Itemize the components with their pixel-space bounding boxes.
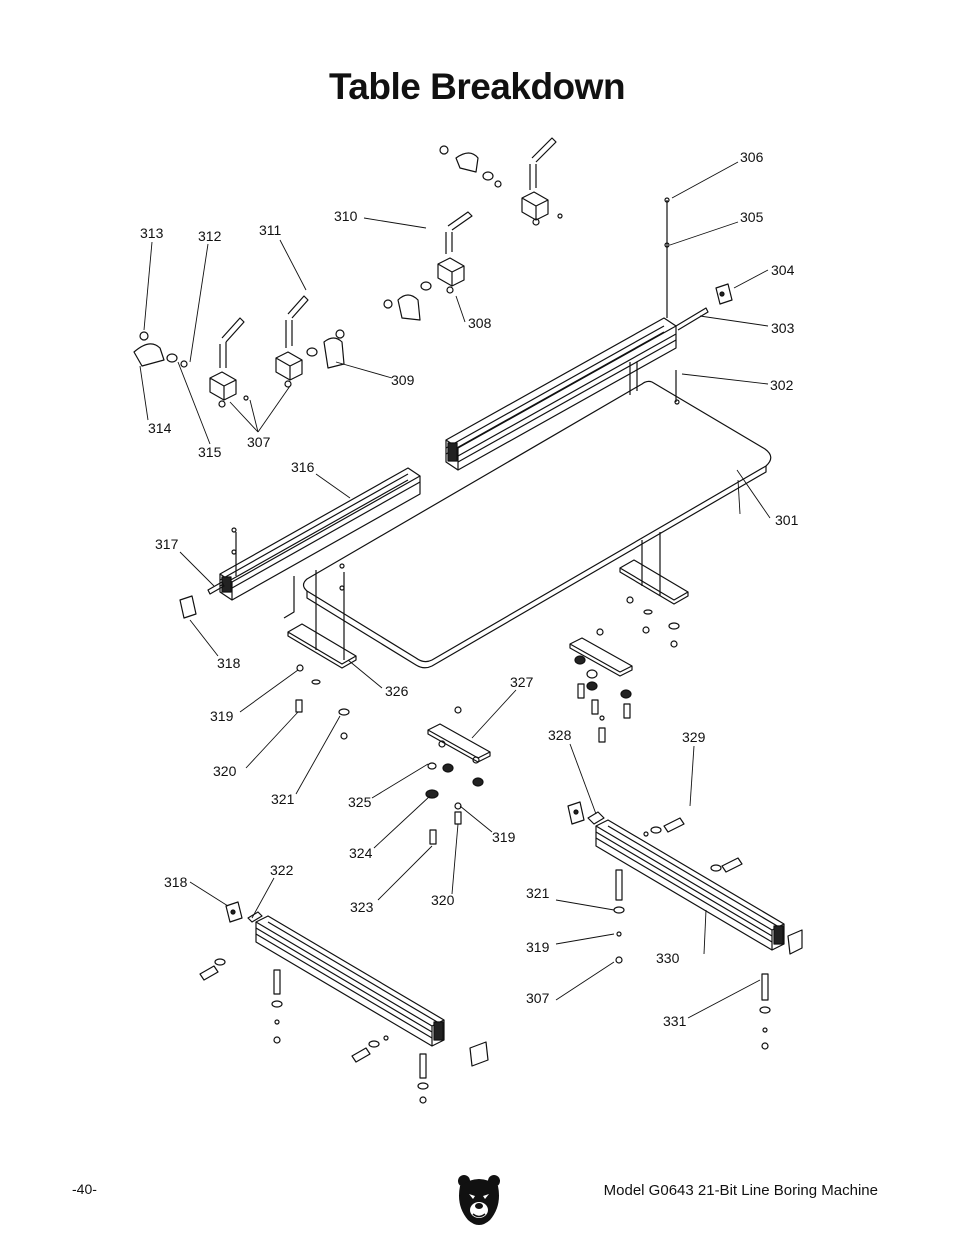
- callout-322: 322: [270, 862, 294, 878]
- callout-318: 318: [217, 655, 241, 671]
- end-caps: [179, 283, 803, 1067]
- callout-316: 316: [291, 459, 315, 475]
- fastener-stack: [199, 197, 771, 1104]
- grizzly-bear-icon: [458, 1175, 500, 1225]
- callout-327: 327: [510, 674, 534, 690]
- callout-324: 324: [349, 845, 373, 861]
- extrusion-322: [247, 911, 445, 1047]
- callout-302: 302: [770, 377, 794, 393]
- callout-323: 323: [350, 899, 374, 915]
- page-number: -40-: [72, 1181, 97, 1197]
- callout-307: 307: [247, 434, 271, 450]
- callout-317: 317: [155, 536, 179, 552]
- callout-310: 310: [334, 208, 358, 224]
- callout-320: 320: [213, 763, 237, 779]
- callout-309: 309: [391, 372, 415, 388]
- extrusion-303: [445, 307, 709, 471]
- page-title: Table Breakdown: [328, 66, 626, 107]
- callout-325: 325: [348, 794, 372, 810]
- callout-319: 319: [526, 939, 550, 955]
- callout-303: 303: [771, 320, 795, 336]
- callout-308: 308: [468, 315, 492, 331]
- callout-301: 301: [775, 512, 799, 528]
- callout-320: 320: [431, 892, 455, 908]
- callout-319: 319: [210, 708, 234, 724]
- callout-labels: 301 302 303 304 305 306 307 307 308 309 …: [140, 149, 799, 1029]
- bracket-326-left: [287, 623, 357, 669]
- callout-315: 315: [198, 444, 222, 460]
- leader-lines: [139, 161, 771, 1019]
- callout-313: 313: [140, 225, 164, 241]
- callout-330: 330: [656, 950, 680, 966]
- callout-311: 311: [259, 222, 282, 238]
- callout-326: 326: [385, 683, 409, 699]
- extrusion-316: [207, 467, 421, 601]
- bracket-327: [427, 723, 491, 763]
- callout-314: 314: [148, 420, 172, 436]
- callout-328: 328: [548, 727, 572, 743]
- table-top: [302, 362, 772, 669]
- bracket-right-under-table: [619, 559, 689, 605]
- callout-319: 319: [492, 829, 516, 845]
- bracket-upper-right: [569, 637, 633, 677]
- callout-304: 304: [771, 262, 795, 278]
- callout-307: 307: [526, 990, 550, 1006]
- callout-305: 305: [740, 209, 764, 225]
- stop-block-assembly: [133, 137, 563, 408]
- callout-306: 306: [740, 149, 764, 165]
- model-text: Model G0643 21-Bit Line Boring Machine: [603, 1182, 878, 1199]
- extrusion-330: [587, 811, 785, 951]
- callout-331: 331: [663, 1013, 687, 1029]
- callout-321: 321: [271, 791, 295, 807]
- callout-329: 329: [682, 729, 706, 745]
- callout-318: 318: [164, 874, 188, 890]
- callout-321: 321: [526, 885, 550, 901]
- callout-312: 312: [198, 228, 222, 244]
